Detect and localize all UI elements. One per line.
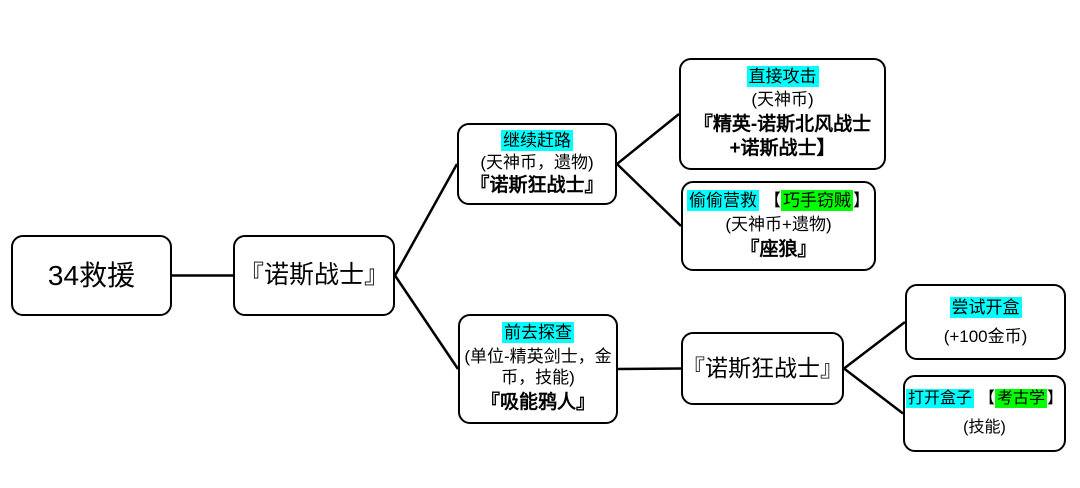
reward-label: (天神币，遗物) [480, 152, 594, 172]
reward-label: (+100金币) [943, 326, 1028, 346]
choice-highlight: 打开盒子 [905, 389, 974, 409]
skill-highlight: 考古学 [995, 389, 1048, 409]
node-outcome-open-box: 打开盒子【考古学】 (技能) [903, 375, 1066, 452]
choice-label: 打开盒子【考古学】 [905, 389, 1064, 409]
choice-label: 尝试开盒 [949, 297, 1022, 319]
node-norse-berserker: 『诺斯狂战士』 [681, 332, 844, 405]
choice-label: 继续赶路 [501, 129, 573, 151]
bracket-open: 【 [978, 390, 995, 408]
node-title: 『诺斯狂战士』 [682, 355, 843, 382]
node-norse-warrior: 『诺斯战士』 [233, 235, 395, 316]
skill-highlight: 巧手窃贼 [781, 189, 853, 211]
choice-highlight: 前去探查 [502, 322, 574, 344]
choice-label: 直接攻击 [746, 66, 819, 88]
bracket-close: 】 [853, 190, 870, 210]
choice-highlight: 偷偷营救 [687, 189, 759, 211]
node-outcome-direct-attack: 直接攻击 (天神币) 『精英-诺斯北风战士+诺斯战士】 [679, 58, 886, 170]
node-quest-34-rescue: 34救援 [11, 235, 172, 316]
result-label: 『精英-诺斯北风战士+诺斯战士】 [693, 113, 872, 160]
result-label: 『吸能鸦人』 [480, 391, 595, 413]
bracket-close: 】 [1047, 390, 1064, 408]
choice-highlight: 直接攻击 [746, 66, 819, 88]
reward-label: (技能) [963, 418, 1006, 436]
node-outcome-sneak-rescue: 偷偷营救【巧手窃贼】 (天神币+遗物) 『座狼』 [681, 181, 876, 271]
result-label: 『座狼』 [740, 238, 817, 260]
choice-label: 偷偷营救【巧手窃贼】 [687, 189, 870, 211]
reward-label: (单位-精英剑士，金币，技能) [464, 347, 612, 388]
choice-label: 前去探查 [502, 322, 574, 344]
node-outcome-try-open-box: 尝试开盒 (+100金币) [905, 284, 1066, 360]
reward-label: (天神币) [751, 90, 814, 110]
node-option-continue-journey: 继续赶路 (天神币，遗物) 『诺斯狂战士』 [457, 123, 617, 205]
node-option-explore: 前去探查 (单位-精英剑士，金币，技能) 『吸能鸦人』 [458, 314, 618, 424]
choice-highlight: 继续赶路 [501, 129, 573, 151]
node-title: 34救援 [47, 260, 136, 291]
choice-highlight: 尝试开盒 [949, 297, 1022, 319]
reward-label: (天神币+遗物) [725, 214, 832, 234]
result-label: 『诺斯狂战士』 [470, 174, 604, 196]
bracket-open: 【 [764, 190, 781, 210]
node-title: 『诺斯战士』 [239, 260, 390, 289]
